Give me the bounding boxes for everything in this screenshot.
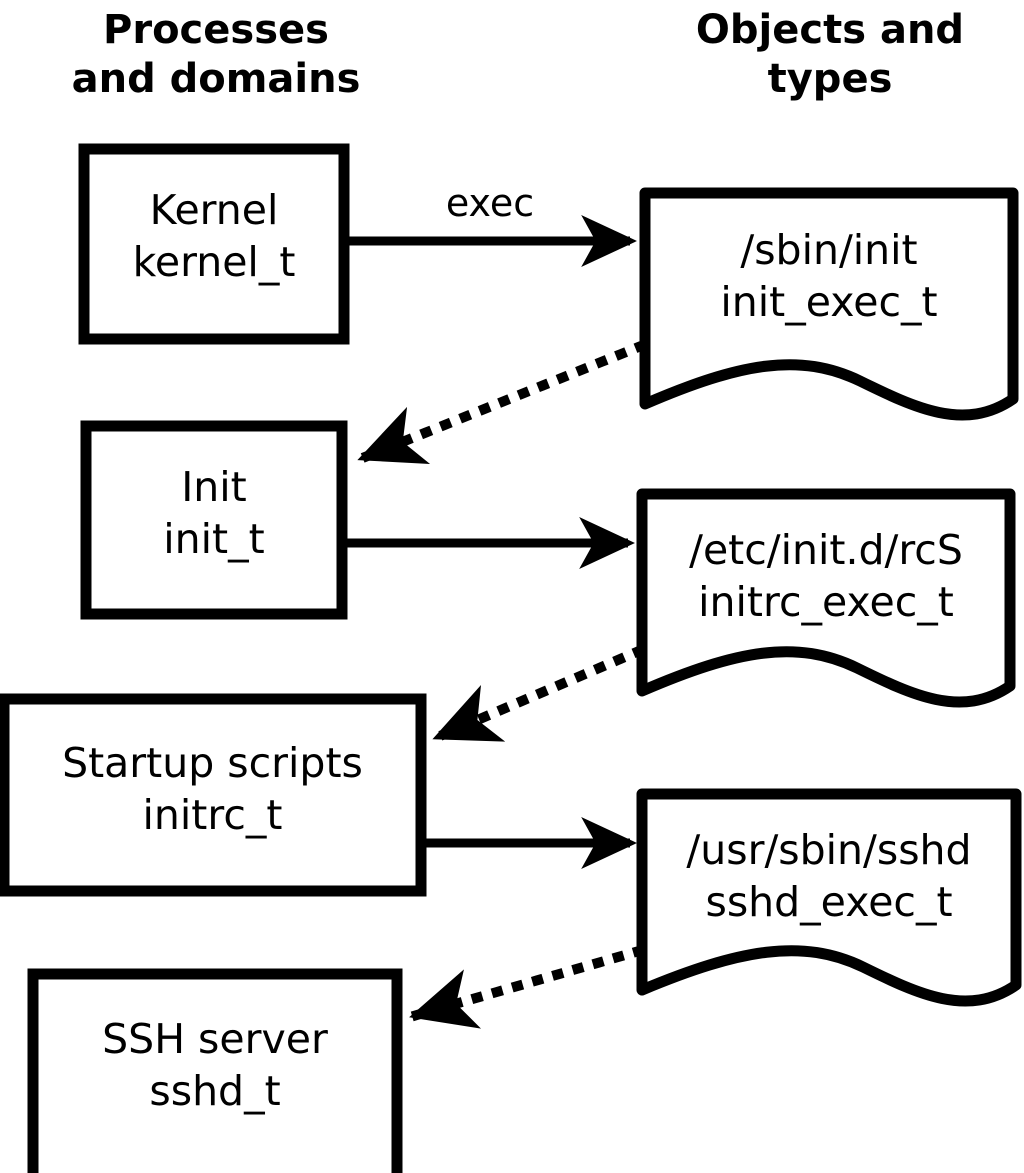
edge-label-exec: exec	[445, 181, 535, 225]
edge-initrc-exec-transition-initrc[interactable]	[432, 644, 646, 743]
object-doc-initrc-exec[interactable]	[636, 488, 1016, 708]
process-box-sshd[interactable]	[27, 968, 403, 1173]
object-doc-init-exec[interactable]	[639, 187, 1019, 421]
edge-init-exec-transition-init[interactable]	[357, 339, 648, 465]
edge-sshd-exec-transition-sshd[interactable]	[409, 944, 646, 1029]
column-header-processes-and-domains: Processes and domains	[71, 7, 361, 102]
column-header-objects-and-types: Objects and types	[695, 7, 965, 102]
object-doc-sshd-exec[interactable]	[636, 788, 1022, 1007]
process-box-kernel[interactable]	[78, 143, 350, 345]
process-box-initrc[interactable]	[0, 693, 427, 897]
process-box-init[interactable]	[80, 420, 348, 620]
